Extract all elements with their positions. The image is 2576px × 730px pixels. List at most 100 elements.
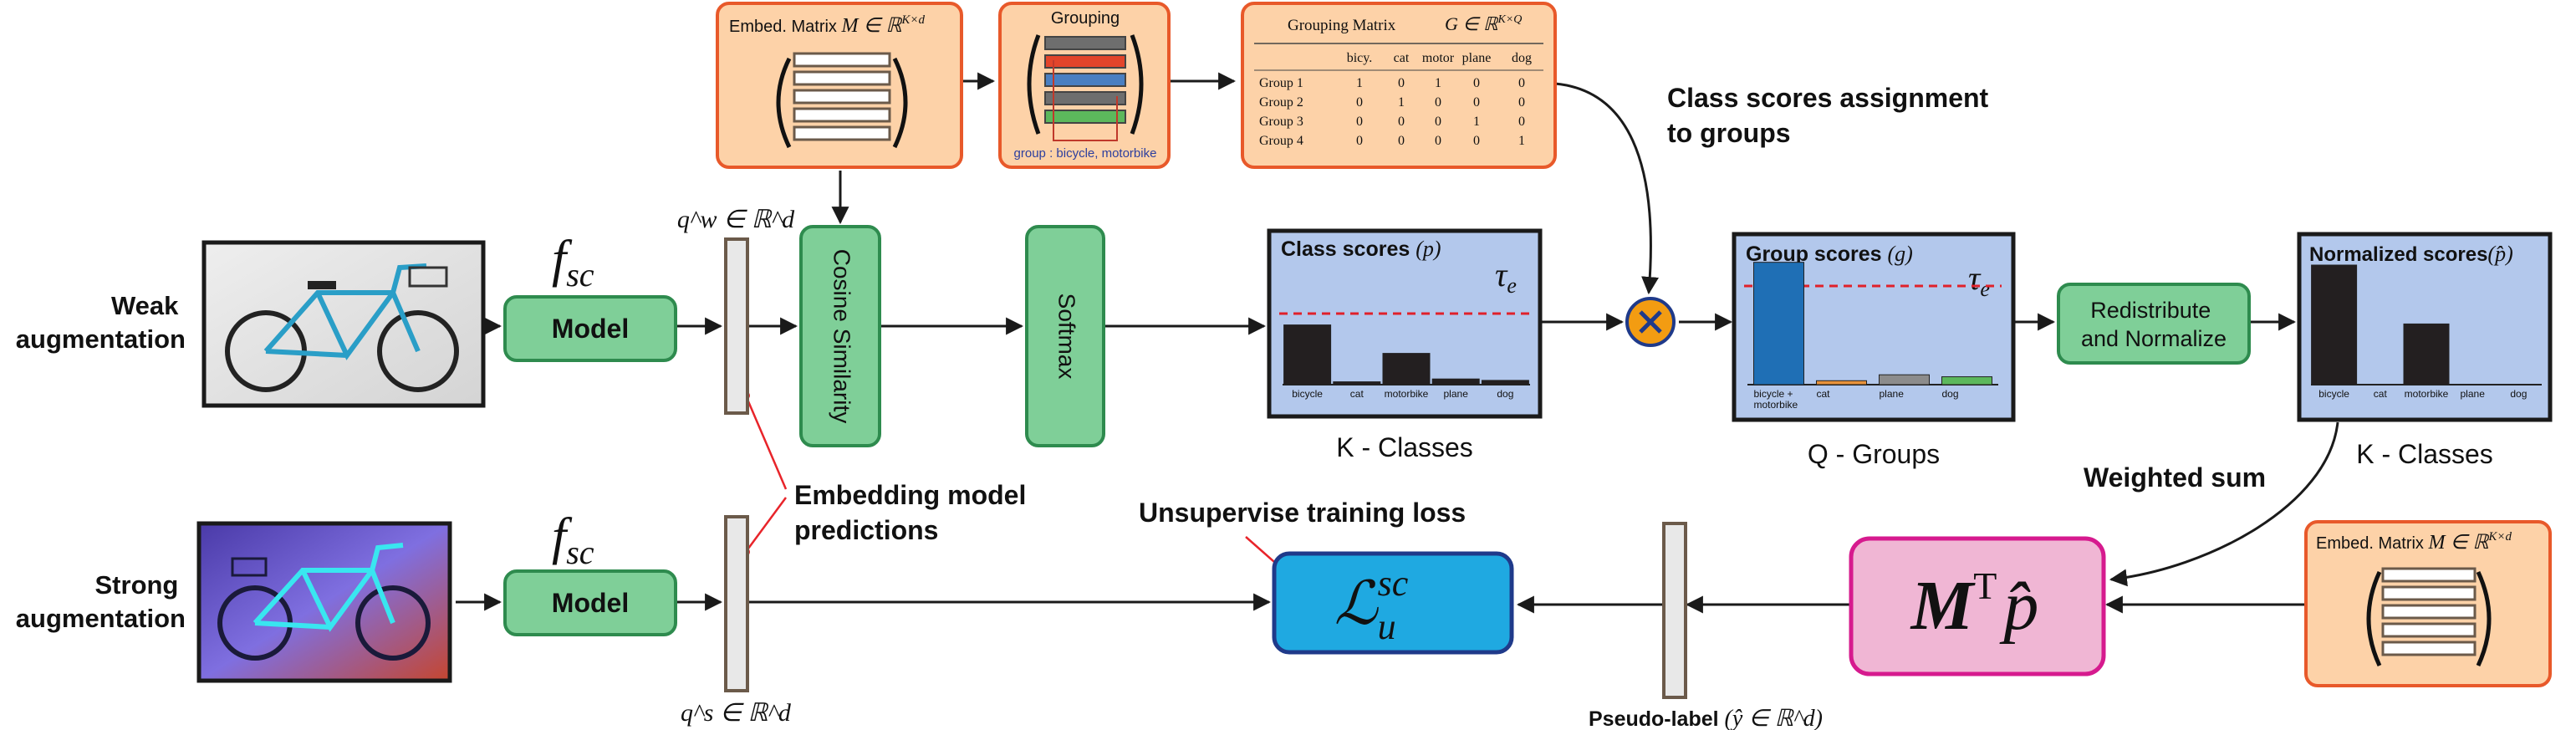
chart-bar xyxy=(1382,353,1431,385)
chart-bar xyxy=(1431,378,1480,385)
chart-bar xyxy=(2403,323,2450,385)
grouping-bar xyxy=(1044,36,1126,50)
weak-model-function: fsc xyxy=(552,231,594,294)
strong-augmentation-image xyxy=(196,521,452,683)
weak-embedding-symbol: q^w ∈ ℝ^d xyxy=(677,206,795,233)
connectors xyxy=(456,72,2339,614)
grouping-matrix-cell: 0 xyxy=(1356,95,1363,110)
grouping-matrix-cell: 0 xyxy=(1473,76,1480,90)
chart-bar xyxy=(1879,374,1930,385)
weighted-sum-formula: MTp̂ xyxy=(1910,564,2039,645)
weak-model-label: Model xyxy=(552,314,629,344)
group-scores-tau: τe xyxy=(1968,259,1990,301)
class-scores-tau: τe xyxy=(1495,256,1517,298)
grouping-matrix-column: plane xyxy=(1462,51,1492,65)
strong-model-function: fsc xyxy=(552,508,594,571)
normalized-scores-title: Normalized scores(p̂) xyxy=(2309,242,2513,266)
strong-embedding-vector xyxy=(724,515,749,692)
grouping-link xyxy=(1053,60,1118,141)
grouping-matrix-symbol: G ∈ ℝK×Q xyxy=(1445,13,1522,34)
grouping-matrix-cell: 1 xyxy=(1518,134,1525,148)
grouping-matrix-cell: 1 xyxy=(1356,76,1363,90)
chart-tick-label: bicycle xyxy=(2318,388,2349,400)
grouping-bar xyxy=(1044,110,1126,124)
chart-bar xyxy=(1333,381,1381,385)
grouping-matrix-cell: 0 xyxy=(1518,76,1525,90)
grouping-matrix-row-label: Group 2 xyxy=(1259,95,1303,110)
chart-tick-label: bicycle +motorbike xyxy=(1754,388,1798,411)
grouping-matrix-cell: 0 xyxy=(1473,134,1480,148)
group-scores-caption: Q - Groups xyxy=(1808,439,1940,469)
weighted-sum-label: Weighted sum xyxy=(2084,462,2266,493)
redistribute-normalize-block[interactable] xyxy=(2057,283,2251,365)
embedding-annotation: Embedding model predictions xyxy=(794,480,1033,545)
chart-tick-label: cat xyxy=(1817,388,1831,400)
grouping-matrix-cell: 0 xyxy=(1518,95,1525,110)
chart-bar xyxy=(2311,264,2358,385)
grouping-matrix-cell: 0 xyxy=(1356,134,1363,148)
group-scores-title: Group scores (g) xyxy=(1746,242,1913,266)
chart-tick-label: bicycle xyxy=(1292,388,1323,400)
softmax-label: Softmax xyxy=(1054,294,1080,380)
redistribute-normalize-label: Redistribute and Normalize xyxy=(2081,298,2227,351)
chart-tick-label: cat xyxy=(2374,388,2388,400)
grouping-bar xyxy=(1044,73,1126,87)
chart-tick-label: dog xyxy=(2510,388,2527,400)
assignment-label: Class scores assignment to groups xyxy=(1667,83,1996,148)
grouping-matrix-cell: 0 xyxy=(1435,134,1441,148)
strong-model-button[interactable] xyxy=(503,569,677,636)
grouping-matrix-column: cat xyxy=(1394,51,1410,65)
grouping-title: Grouping xyxy=(1051,9,1120,28)
grouping-matrix-cell: 1 xyxy=(1398,95,1405,110)
chart-bar xyxy=(1753,262,1804,385)
grouping-matrix-cell: 1 xyxy=(1435,76,1441,90)
grouping-matrix-cell: 0 xyxy=(1435,115,1441,129)
weak-model-button[interactable] xyxy=(503,295,677,362)
class-scores-caption: K - Classes xyxy=(1336,432,1473,462)
grouping-matrix-cell: 0 xyxy=(1435,95,1441,110)
weak-augmentation-image xyxy=(201,240,486,408)
chart-tick-label: dog xyxy=(1942,388,1959,400)
grouping-matrix-cell: 0 xyxy=(1356,115,1363,129)
embed-matrix-rows xyxy=(776,52,908,149)
grouping-matrix-cell: 0 xyxy=(1398,115,1405,129)
chart-bar xyxy=(1816,380,1867,385)
grouping-matrix-row-label: Group 1 xyxy=(1259,76,1303,90)
grouping-bracket-right xyxy=(1130,34,1144,135)
embed-matrix-title-bottom: Embed. Matrix M ∈ ℝK×d xyxy=(2316,530,2512,554)
chart-bar xyxy=(1481,380,1529,385)
pseudo-label-text: Pseudo-label (ŷ ∈ ℝ^d) xyxy=(1589,706,1823,730)
strong-embedding-symbol: q^s ∈ ℝ^d xyxy=(681,699,792,727)
grouping-matrix-column: bicy. xyxy=(1347,51,1373,65)
strong-augmentation-label: Strong augmentation xyxy=(16,570,186,633)
multiply-icon xyxy=(1639,310,1662,334)
grouping-matrix-cell: 0 xyxy=(1398,76,1405,90)
cosine-similarity-block[interactable] xyxy=(799,225,881,447)
cosine-similarity-label: Cosine Similarity xyxy=(829,249,855,424)
weighted-sum-block[interactable] xyxy=(1849,536,2106,676)
grouping-matrix-title: Grouping Matrix xyxy=(1288,17,1396,34)
normalized-scores-caption: K - Classes xyxy=(2356,439,2493,469)
chart-tick-label: dog xyxy=(1497,388,1513,400)
embed-matrix-rows-bottom xyxy=(2366,567,2492,667)
softmax-block[interactable] xyxy=(1025,225,1105,447)
grouping-bracket-left xyxy=(1027,34,1041,135)
chart-tick-label: motorbike xyxy=(1385,388,1429,400)
grouping-caption: group : bicycle, motorbike xyxy=(1014,146,1157,161)
loss-title: Unsupervise training loss xyxy=(1139,498,1466,528)
grouping-bars xyxy=(1044,36,1126,124)
grouping-matrix-cell: 0 xyxy=(1518,115,1525,129)
grouping-matrix-row-label: Group 4 xyxy=(1259,134,1303,148)
chart-tick-label: plane xyxy=(2461,388,2486,400)
grouping-matrix-cell: 1 xyxy=(1473,115,1480,129)
grouping-matrix-row-label: Group 3 xyxy=(1259,115,1303,129)
loss-block[interactable] xyxy=(1272,551,1514,655)
pseudo-label-vector xyxy=(1662,522,1687,699)
grouping-matrix-box xyxy=(1241,2,1557,169)
chart-tick-label: cat xyxy=(1350,388,1365,400)
grouping-matrix-cell: 0 xyxy=(1398,134,1405,148)
